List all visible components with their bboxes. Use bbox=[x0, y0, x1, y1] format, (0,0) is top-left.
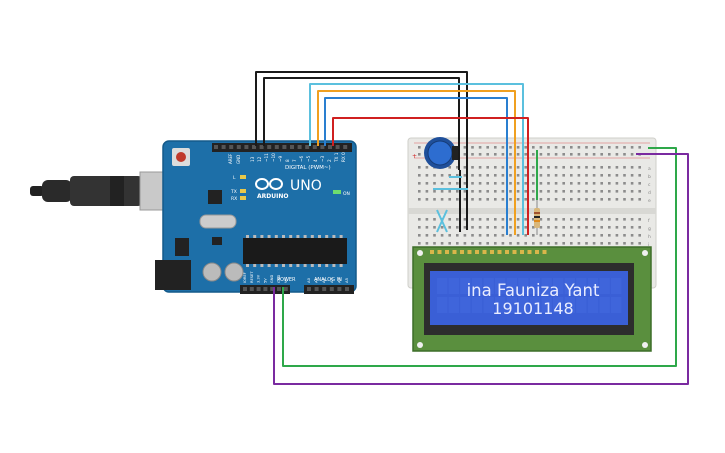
power-pin-label: 5V bbox=[263, 278, 267, 283]
breadboard-row-letter: i bbox=[648, 242, 649, 248]
analog-label: ANALOG IN bbox=[314, 277, 342, 283]
breadboard-row-letter: g bbox=[648, 227, 651, 232]
wire[interactable] bbox=[436, 209, 448, 233]
svg-text:+: + bbox=[412, 153, 417, 160]
lcd-line-1: ina Fauniza Yant bbox=[467, 281, 600, 300]
digital-pin-label: 4 bbox=[313, 159, 318, 162]
digital-label: DIGITAL (PWM~) bbox=[285, 165, 331, 171]
breadboard-row-letter: f bbox=[648, 218, 650, 224]
arduino-uno-board[interactable]: DIGITAL (PWM~) POWER ANALOG IN ON L TX R… bbox=[155, 140, 357, 294]
wires bbox=[255, 71, 689, 385]
power-pin-label: GND bbox=[277, 275, 281, 283]
digital-pin-label: ~9 bbox=[278, 155, 283, 162]
breadboard-row-letter: d bbox=[648, 190, 651, 196]
power-pin-label: RESET bbox=[250, 271, 254, 283]
power-pin-label: 3.3V bbox=[257, 274, 261, 283]
aref-label: AREF bbox=[228, 153, 233, 164]
wire[interactable] bbox=[255, 71, 468, 230]
digital-pin-label: ~3 bbox=[320, 155, 325, 162]
digital-pin-label: 12 bbox=[257, 156, 262, 162]
breadboard-row-letter: b bbox=[648, 174, 651, 180]
lcd-line-2: 19101148 bbox=[492, 299, 573, 318]
led-rx-label: RX bbox=[231, 196, 237, 202]
power-label: POWER bbox=[277, 277, 296, 283]
power-pin-label: IOREF bbox=[243, 272, 247, 283]
digital-pin-label: ~6 bbox=[299, 155, 304, 162]
digital-pin-label: ~10 bbox=[271, 153, 276, 162]
digital-pin-label: 2 bbox=[327, 159, 332, 162]
wire[interactable] bbox=[273, 153, 689, 385]
breadboard-row-letter: e bbox=[648, 199, 651, 204]
resistor bbox=[534, 200, 540, 235]
uno-label: UNO bbox=[290, 178, 322, 194]
analog-pin-label: A5 bbox=[344, 277, 349, 283]
wire[interactable] bbox=[324, 97, 508, 235]
potentiometer[interactable] bbox=[424, 137, 460, 169]
wire[interactable] bbox=[263, 77, 460, 170]
analog-header bbox=[304, 285, 354, 294]
analog-pin-label: A0 bbox=[306, 277, 311, 283]
digital-pin-label: 7 bbox=[292, 159, 297, 162]
wire[interactable] bbox=[317, 90, 516, 235]
digital-pin-label: ~11 bbox=[264, 153, 269, 162]
breadboard-row-letter: h bbox=[648, 234, 651, 240]
lcd-module[interactable]: ina Fauniza Yant 19101148 bbox=[412, 246, 652, 352]
analog-pin-label: A2 bbox=[321, 277, 326, 283]
digital-pin-label: RX 0 bbox=[341, 152, 346, 162]
breadboard-row-letter: a bbox=[648, 167, 651, 172]
usb-cable[interactable] bbox=[30, 171, 171, 211]
wire[interactable] bbox=[282, 147, 677, 367]
digital-pin-label: TX 1 bbox=[334, 152, 339, 163]
digital-header bbox=[212, 143, 352, 152]
led-l-label: L bbox=[233, 175, 236, 181]
analog-pin-label: A4 bbox=[336, 277, 341, 283]
on-label: ON bbox=[343, 191, 350, 197]
analog-pin-label: A1 bbox=[314, 277, 319, 283]
digital-pin-label: 13 bbox=[250, 156, 255, 162]
breadboard-row-letter: c bbox=[648, 183, 651, 188]
digital-pin-label: ~5 bbox=[306, 155, 311, 162]
atmega-chip bbox=[243, 238, 347, 264]
wire[interactable] bbox=[309, 83, 524, 235]
analog-pin-label: A3 bbox=[329, 277, 334, 283]
arduino-logo: ARDUINO bbox=[255, 178, 288, 200]
led-tx-label: TX bbox=[230, 189, 237, 195]
digital-pin-label: 8 bbox=[285, 159, 290, 162]
gnd-label: GND bbox=[236, 155, 241, 164]
power-pin-label: GND bbox=[270, 275, 274, 283]
power-pin-label: Vin bbox=[284, 277, 288, 283]
arduino-logo-text: ARDUINO bbox=[257, 193, 288, 200]
wire[interactable] bbox=[332, 117, 529, 235]
power-jack bbox=[155, 260, 191, 290]
